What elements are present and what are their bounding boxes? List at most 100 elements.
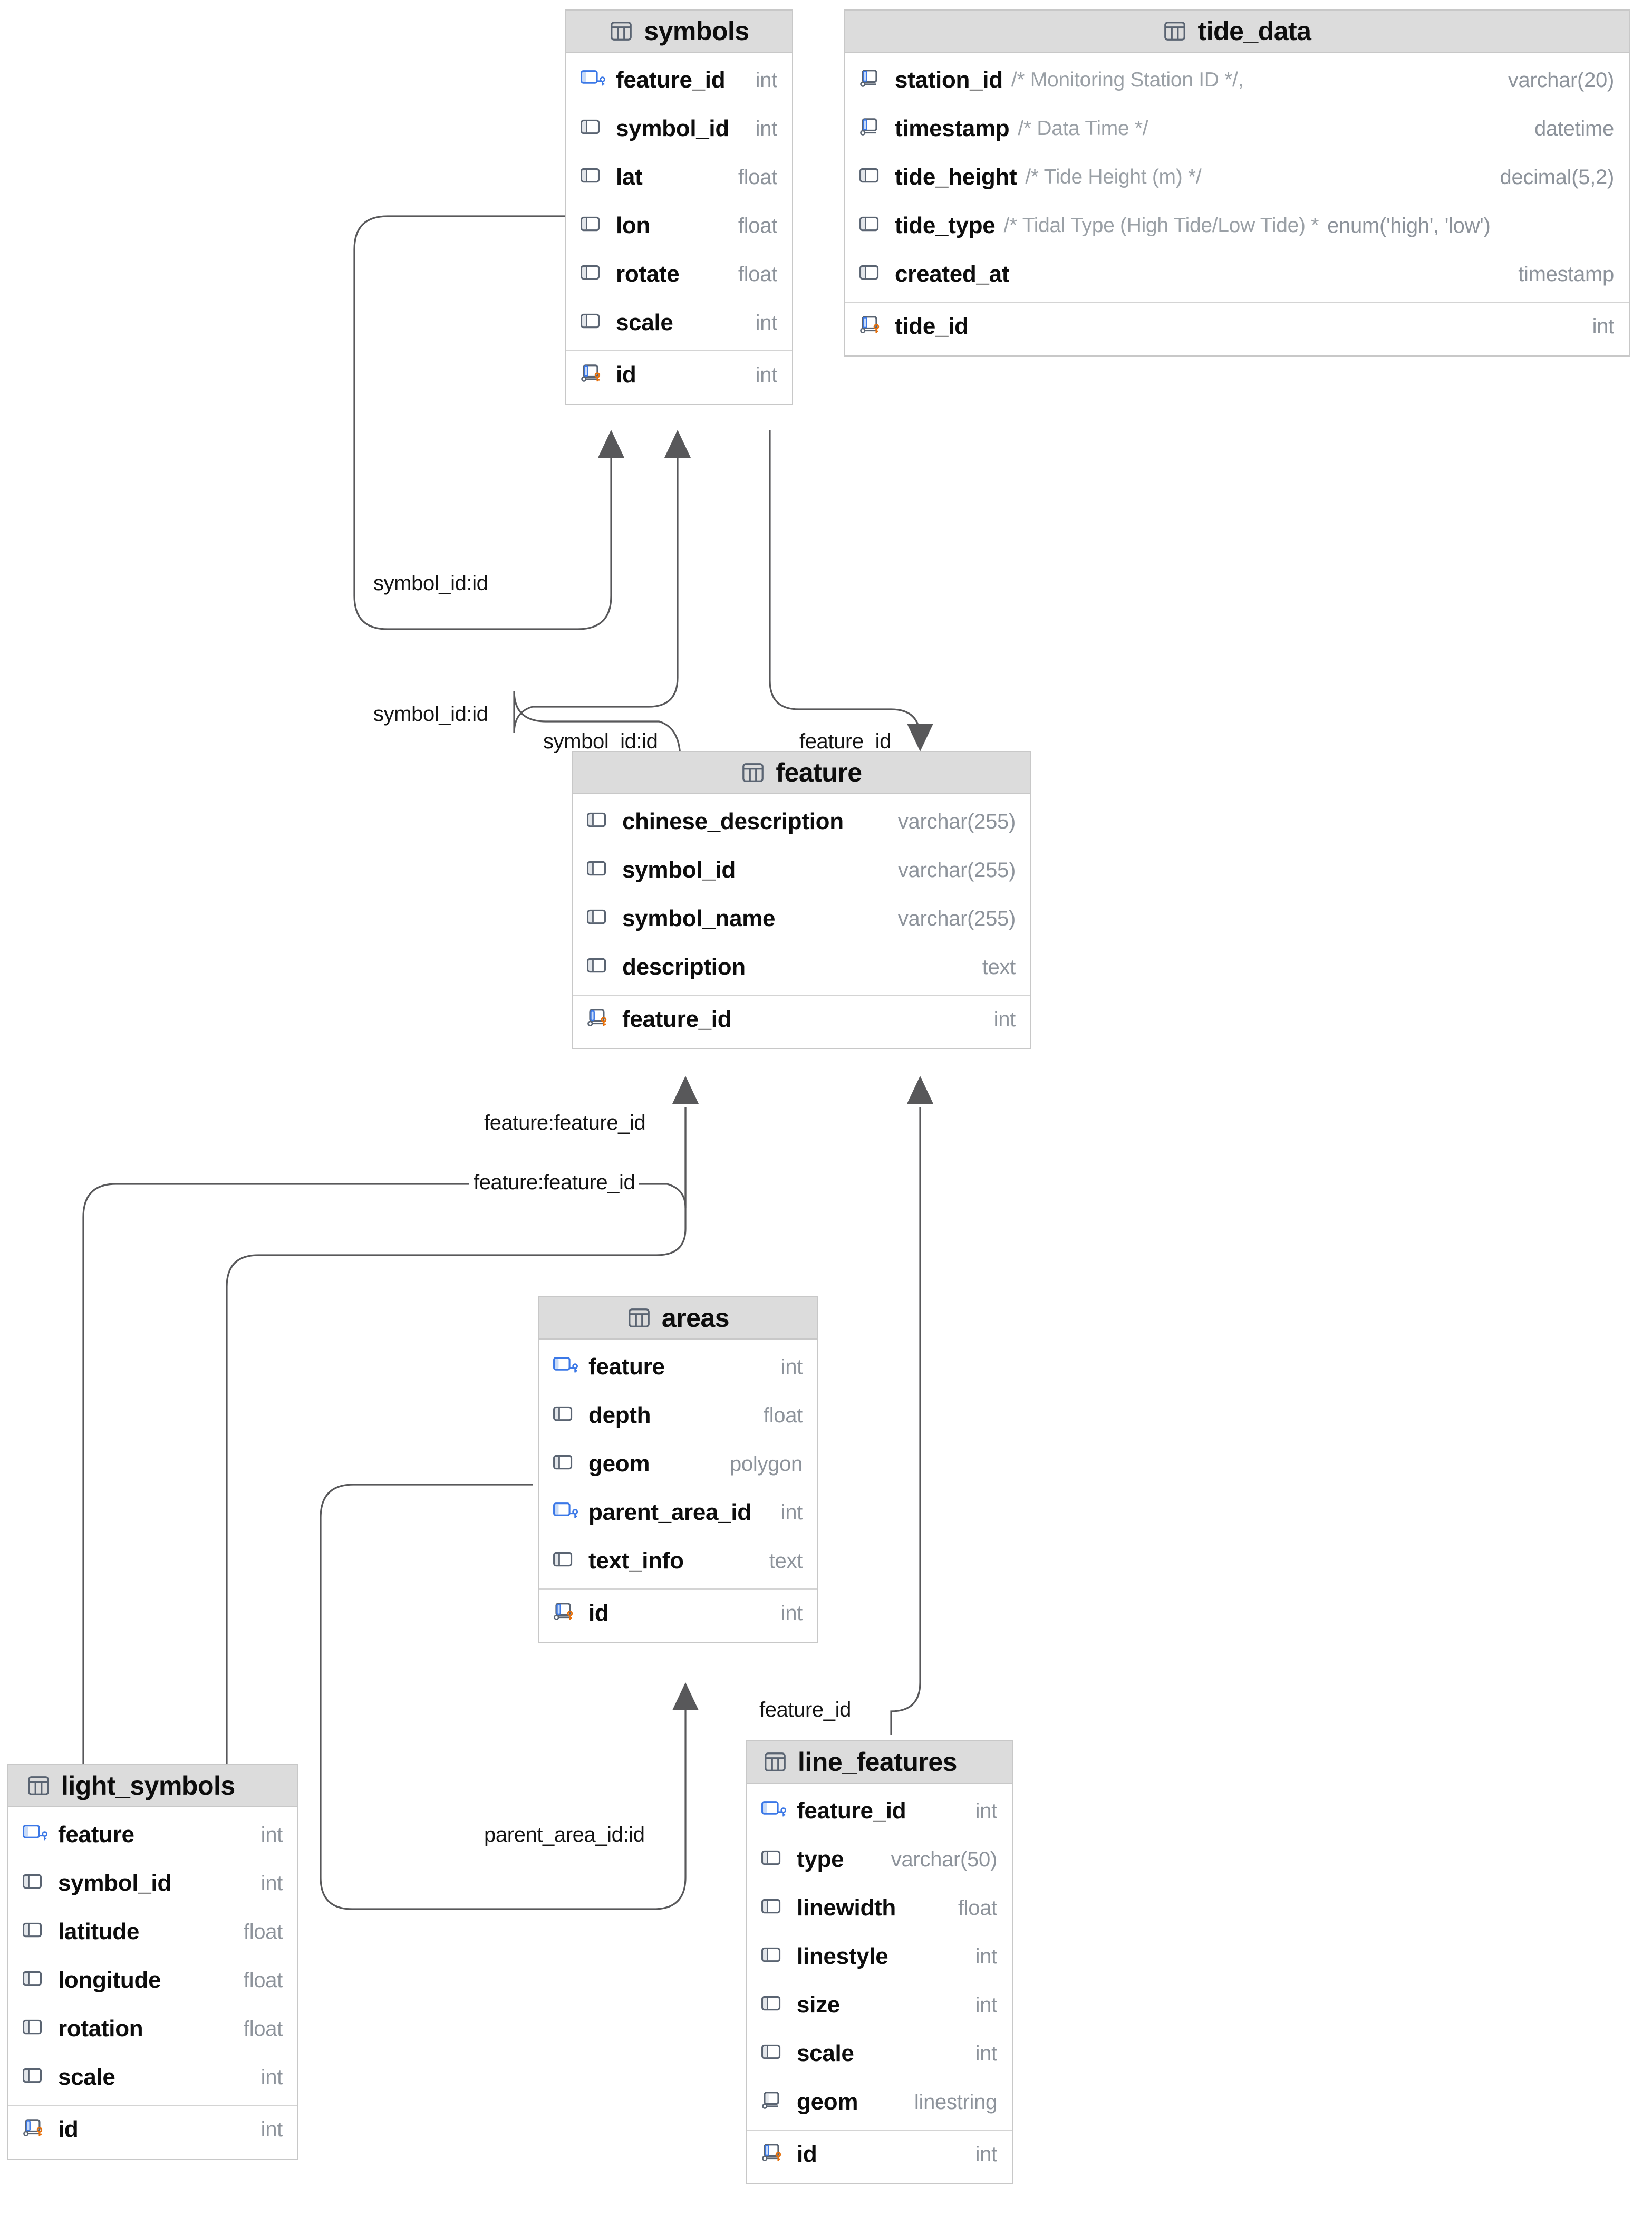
column-type: varchar(50): [891, 1847, 998, 1871]
column-row[interactable]: created_at timestamp: [845, 250, 1629, 298]
column-row[interactable]: timestamp /* Data Time */ datetime: [845, 104, 1629, 153]
column-name: feature_id: [622, 1006, 732, 1032]
column-name: parent_area_id: [588, 1499, 751, 1525]
column-row[interactable]: lon float: [566, 201, 792, 250]
column-icon: [22, 1920, 50, 1944]
column-name: tide_height: [895, 164, 1017, 190]
column-row[interactable]: feature int: [539, 1343, 817, 1391]
entity-areas[interactable]: areas feature int depth float geom polyg…: [538, 1296, 818, 1643]
column-row-primary-key[interactable]: tide_id int: [845, 302, 1629, 350]
column-row-primary-key[interactable]: feature_id int: [573, 995, 1030, 1043]
column-name: scale: [797, 2040, 854, 2066]
entity-title-light-symbols: light_symbols: [61, 1771, 235, 1800]
column-row[interactable]: type varchar(50): [747, 1835, 1012, 1884]
column-type: float: [763, 1403, 803, 1427]
entity-symbols[interactable]: symbols feature_id int symbol_id int lat…: [565, 9, 793, 405]
table-grid-icon: [26, 1774, 51, 1798]
column-row[interactable]: scale int: [566, 298, 792, 347]
column-icon: [761, 1896, 788, 1920]
column-row[interactable]: tide_type /* Tidal Type (High Tide/Low T…: [845, 201, 1629, 250]
entity-tide-data[interactable]: tide_data station_id /* Monitoring Stati…: [844, 9, 1630, 357]
entity-columns-light-symbols: feature int symbol_id int latitude float…: [8, 1807, 297, 2159]
column-row[interactable]: rotation float: [8, 2005, 297, 2053]
column-type: int: [975, 2142, 998, 2166]
column-type: linestring: [914, 2090, 997, 2114]
entity-title-areas: areas: [661, 1303, 730, 1333]
column-name: scale: [58, 2064, 115, 2090]
column-name: scale: [616, 310, 673, 335]
column-name: linestyle: [797, 1943, 888, 1969]
column-type: float: [958, 1896, 997, 1920]
column-type: int: [975, 1993, 998, 2017]
column-row[interactable]: linestyle int: [747, 1932, 1012, 1981]
entity-title-symbols: symbols: [644, 16, 749, 46]
entity-title-feature: feature: [776, 758, 862, 787]
column-row[interactable]: symbol_id int: [566, 104, 792, 153]
entity-header-line-features: line_features: [747, 1741, 1012, 1784]
column-type: varchar(20): [1508, 68, 1615, 92]
column-name: latitude: [58, 1919, 140, 1944]
column-row[interactable]: symbol_name varchar(255): [573, 894, 1030, 943]
column-row[interactable]: geom polygon: [539, 1440, 817, 1488]
entity-feature[interactable]: feature chinese_description varchar(255)…: [572, 751, 1031, 1049]
entity-light-symbols[interactable]: light_symbols feature int symbol_id int …: [7, 1764, 298, 2160]
column-row[interactable]: text_info text: [539, 1537, 817, 1585]
column-row[interactable]: size int: [747, 1981, 1012, 2029]
column-icon: [580, 311, 607, 335]
column-row[interactable]: station_id /* Monitoring Station ID */, …: [845, 56, 1629, 104]
column-type: varchar(255): [897, 810, 1016, 833]
column-name: symbol_name: [622, 906, 776, 931]
column-icon: [859, 214, 886, 238]
column-name: rotate: [616, 261, 680, 287]
column-row[interactable]: scale int: [8, 2053, 297, 2102]
entity-header-light-symbols: light_symbols: [8, 1765, 297, 1807]
column-row[interactable]: tide_height /* Tide Height (m) */ decima…: [845, 153, 1629, 201]
column-row[interactable]: symbol_id int: [8, 1859, 297, 1908]
column-row[interactable]: scale int: [747, 2029, 1012, 2078]
column-row[interactable]: feature_id int: [747, 1787, 1012, 1835]
column-name: lat: [616, 164, 643, 190]
nullable-column-icon: [859, 68, 886, 92]
table-grid-icon: [609, 19, 633, 43]
nullable-column-icon: [761, 2090, 788, 2114]
column-row[interactable]: chinese_description varchar(255): [573, 797, 1030, 846]
column-type: float: [243, 1920, 283, 1943]
column-row-primary-key[interactable]: id int: [747, 2130, 1012, 2178]
edge-label-r2: symbol_id:id: [369, 701, 492, 727]
column-icon: [859, 165, 886, 189]
column-name: chinese_description: [622, 808, 844, 834]
entity-columns-line-features: feature_id int type varchar(50) linewidt…: [747, 1784, 1012, 2183]
column-row[interactable]: geom linestring: [747, 2078, 1012, 2126]
column-icon: [586, 810, 614, 834]
column-row[interactable]: latitude float: [8, 1908, 297, 1956]
column-type: int: [975, 2041, 998, 2065]
column-icon: [859, 262, 886, 286]
column-name: symbol_id: [616, 115, 729, 141]
column-row[interactable]: lat float: [566, 153, 792, 201]
entity-line-features[interactable]: line_features feature_id int type varcha…: [746, 1740, 1013, 2184]
column-row[interactable]: longitude float: [8, 1956, 297, 2005]
column-row[interactable]: parent_area_id int: [539, 1488, 817, 1537]
edge-label-r7: feature_id: [755, 1697, 855, 1723]
column-name: depth: [588, 1402, 651, 1428]
column-icon: [22, 2065, 50, 2089]
column-row[interactable]: linewidth float: [747, 1884, 1012, 1932]
column-row-primary-key[interactable]: id int: [8, 2105, 297, 2153]
column-icon: [22, 2017, 50, 2041]
column-name: linewidth: [797, 1895, 896, 1921]
entity-columns-areas: feature int depth float geom polygon par…: [539, 1340, 817, 1642]
column-type: int: [975, 1799, 998, 1823]
column-row[interactable]: rotate float: [566, 250, 792, 298]
column-name: id: [58, 2116, 79, 2142]
column-row[interactable]: feature int: [8, 1810, 297, 1859]
column-row[interactable]: symbol_id varchar(255): [573, 846, 1030, 894]
column-row-primary-key[interactable]: id int: [539, 1588, 817, 1637]
column-row[interactable]: depth float: [539, 1391, 817, 1440]
column-row-primary-key[interactable]: id int: [566, 350, 792, 399]
column-name: longitude: [58, 1967, 161, 1993]
column-name: feature: [58, 1822, 134, 1847]
table-grid-icon: [1163, 19, 1187, 43]
column-row[interactable]: feature_id int: [566, 56, 792, 104]
column-row[interactable]: description text: [573, 943, 1030, 991]
column-type: polygon: [729, 1452, 803, 1476]
